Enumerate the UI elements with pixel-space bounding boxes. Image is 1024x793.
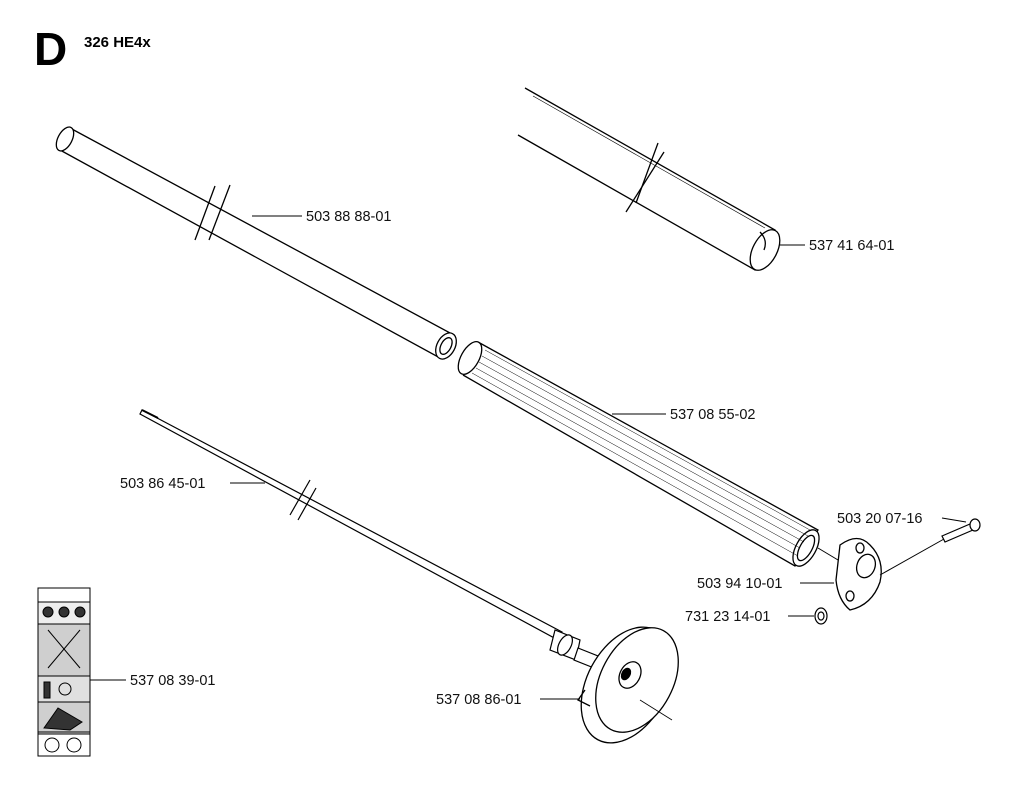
model-title: 326 HE4x <box>84 34 151 51</box>
bracket-part <box>835 529 961 611</box>
part-label-503200716: 503 20 07-16 <box>837 511 922 527</box>
nut-part <box>814 607 828 625</box>
section-letter: D <box>34 23 68 75</box>
part-label-537088601: 537 08 86-01 <box>436 692 521 708</box>
part-label-537416401: 537 41 64-01 <box>809 238 894 254</box>
decal-part <box>37 587 91 757</box>
drive-shaft-part <box>139 409 599 669</box>
upper-tube-part <box>55 126 457 360</box>
tube-cover-part <box>457 341 839 567</box>
part-label-503888801: 503 88 88-01 <box>306 209 391 225</box>
guard-part <box>577 626 679 744</box>
screw-part <box>941 518 981 543</box>
part-label-537083901: 537 08 39-01 <box>130 673 215 689</box>
handle-tube-part <box>517 87 781 271</box>
part-label-731231401: 731 23 14-01 <box>685 609 770 625</box>
part-label-503941001: 503 94 10-01 <box>697 576 782 592</box>
part-label-537085502: 537 08 55-02 <box>670 407 755 423</box>
part-label-503864501: 503 86 45-01 <box>120 476 205 492</box>
leader-503200716 <box>941 517 967 523</box>
